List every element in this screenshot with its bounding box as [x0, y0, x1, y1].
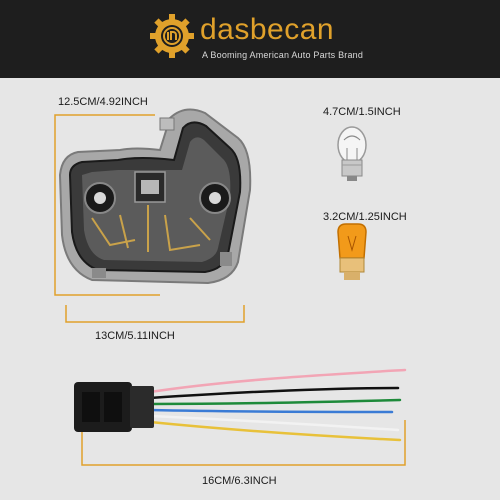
- brand-header: dasbecan A Booming American Auto Parts B…: [0, 0, 500, 78]
- measure-lines: [54, 114, 406, 466]
- amber-bulb-size-label: 3.2CM/1.25INCH: [323, 211, 407, 223]
- holder-height-bracket: [54, 114, 160, 296]
- harness-length-label: 16CM/6.3INCH: [202, 475, 277, 487]
- holder-width-bracket: [65, 305, 245, 323]
- harness-length-bracket: [81, 420, 406, 466]
- gear-logo-icon: [150, 14, 194, 58]
- clear-bulb: [337, 126, 367, 181]
- holder-height-label: 12.5CM/4.92INCH: [58, 96, 148, 108]
- wiring-harness: [74, 368, 407, 442]
- amber-bulb: [337, 223, 367, 280]
- clear-bulb-size-label: 4.7CM/1.5INCH: [323, 106, 401, 118]
- holder-width-label: 13CM/5.11INCH: [95, 330, 175, 342]
- bulb-holder: [58, 108, 252, 285]
- brand-tagline: A Booming American Auto Parts Brand: [202, 50, 364, 60]
- brand-name: dasbecan: [200, 13, 335, 46]
